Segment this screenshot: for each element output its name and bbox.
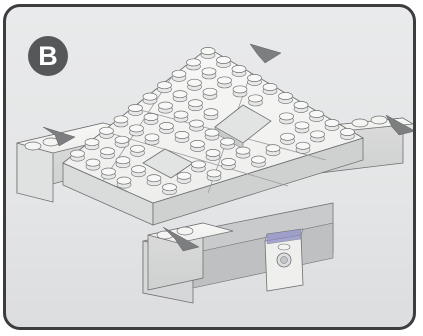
stud: [310, 110, 324, 117]
stud: [202, 68, 216, 75]
stud: [117, 177, 131, 184]
stud: [203, 88, 217, 95]
stud: [281, 133, 295, 140]
stud: [249, 95, 263, 102]
stud: [173, 91, 187, 98]
stud: [294, 101, 308, 108]
stud: [188, 79, 202, 86]
stud: [175, 131, 189, 138]
placement-arrow-icon: [250, 44, 281, 63]
instruction-step-panel: B: [3, 4, 416, 330]
stud: [191, 140, 205, 147]
stud: [201, 47, 215, 54]
stud: [248, 74, 262, 81]
stud: [325, 119, 339, 126]
stud: [116, 157, 130, 164]
stud: [115, 136, 129, 143]
stud: [129, 104, 143, 111]
stud: [222, 158, 236, 165]
stud: [131, 145, 145, 152]
stud: [236, 147, 250, 154]
stud: [189, 100, 203, 107]
stud: [192, 161, 206, 168]
stud: [114, 116, 128, 123]
stud: [159, 102, 173, 109]
stud: [266, 145, 280, 152]
stud: [143, 93, 157, 100]
stud: [172, 70, 186, 77]
stud: [85, 139, 99, 146]
stud: [280, 113, 294, 120]
stud: [206, 149, 220, 156]
stud: [163, 184, 177, 191]
stud: [132, 166, 146, 173]
step-badge: B: [28, 36, 68, 76]
stud: [217, 56, 231, 63]
stud: [279, 92, 293, 99]
stud: [102, 168, 116, 175]
stud: [145, 134, 159, 141]
stud: [218, 77, 232, 84]
stud: [207, 170, 221, 177]
stud: [147, 175, 161, 182]
stud: [341, 128, 355, 135]
stud: [311, 131, 325, 138]
stud: [205, 129, 219, 136]
step-label: B: [38, 43, 58, 70]
stud: [86, 159, 100, 166]
stud: [158, 82, 172, 89]
stud: [160, 122, 174, 129]
stud: [71, 150, 85, 157]
stud: [233, 86, 247, 93]
stud: [144, 113, 158, 120]
stud: [296, 142, 310, 149]
stud: [187, 59, 201, 66]
stud: [232, 65, 246, 72]
stud: [177, 172, 191, 179]
stud: [190, 120, 204, 127]
stud: [263, 83, 277, 90]
stud: [295, 122, 309, 129]
stud: [204, 109, 218, 116]
stud: [174, 111, 188, 118]
stud: [100, 127, 114, 134]
stud: [101, 148, 115, 155]
stud: [252, 156, 266, 163]
stud: [221, 138, 235, 145]
stud: [130, 125, 144, 132]
